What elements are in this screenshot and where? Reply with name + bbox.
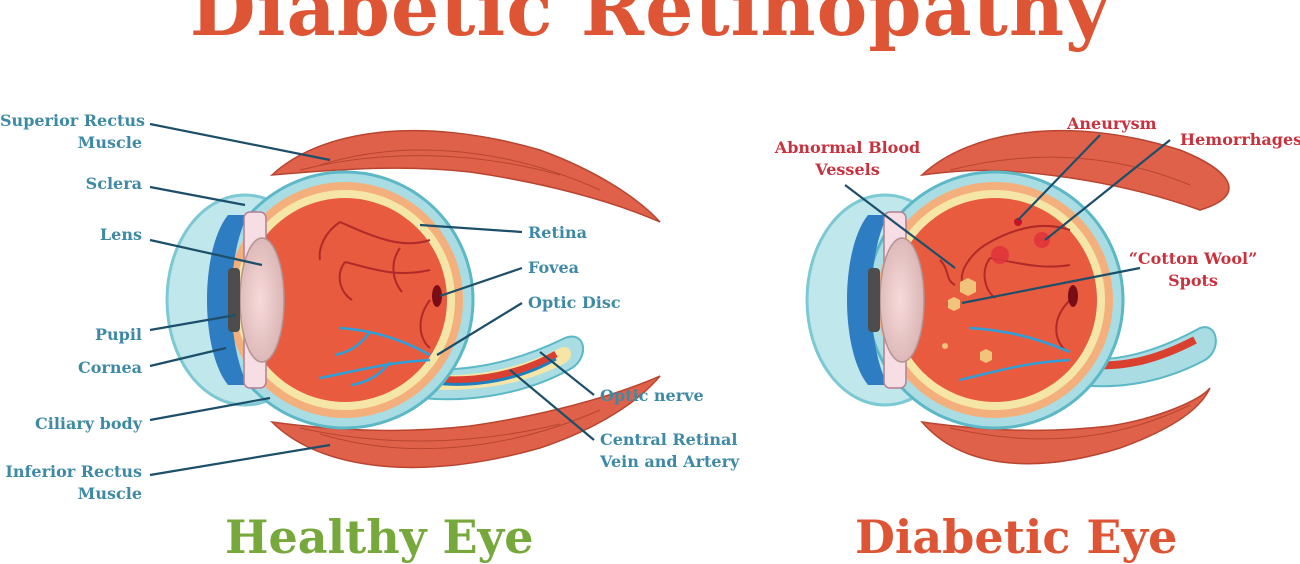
label-central-retinal-line1: Central Retinal (600, 430, 738, 449)
label-cotton-wool-line2: Spots (1168, 271, 1218, 290)
label-pupil: Pupil (94, 325, 142, 344)
cotton-wool-spot (960, 278, 976, 296)
label-aneurysm: Aneurysm (1067, 114, 1157, 133)
cotton-wool-spot (980, 349, 992, 363)
diabetic-eye-illustration (805, 129, 1230, 465)
label-retina: Retina (528, 223, 587, 242)
label-ciliary-body: Ciliary body (35, 414, 142, 433)
label-abnormal-vessels-line2: Vessels (815, 160, 880, 179)
label-sclera: Sclera (85, 174, 142, 193)
label-cotton-wool: “Cotton Wool” Spots (1118, 248, 1268, 292)
hemorrhage-spot (1034, 232, 1050, 248)
diabetic-leader-lines (844, 134, 1171, 305)
label-optic-disc: Optic Disc (528, 293, 621, 312)
label-inferior-rectus-line2: Muscle (77, 484, 142, 503)
label-hemorrhages: Hemorrhages (1180, 130, 1300, 149)
label-inferior-rectus-line1: Inferior Rectus (5, 462, 142, 481)
label-central-retinal: Central Retinal Vein and Artery (600, 429, 739, 473)
healthy-leader-lines (149, 122, 595, 477)
label-superior-rectus-line1: Superior Rectus (0, 111, 145, 130)
label-lens: Lens (99, 225, 142, 244)
pupil-shape (228, 268, 240, 332)
cotton-wool-spot (948, 297, 960, 311)
diabetic-eye-caption: Diabetic Eye (855, 510, 1178, 564)
hemorrhage-spot (991, 246, 1009, 264)
page-title: Diabetic Retinopathy (189, 0, 1111, 53)
label-abnormal-vessels-line1: Abnormal Blood (774, 138, 921, 157)
lens-shape (239, 237, 285, 363)
fovea-spot (432, 285, 442, 307)
label-cornea: Cornea (77, 358, 142, 377)
label-abnormal-vessels: Abnormal Blood Vessels (770, 137, 925, 181)
diabetic-inferior-muscle (920, 387, 1211, 465)
label-inferior-rectus: Inferior Rectus Muscle (0, 461, 142, 505)
eye-illustrations (149, 122, 1230, 477)
label-fovea: Fovea (528, 258, 579, 277)
label-optic-nerve: Optic nerve (600, 386, 704, 405)
label-superior-rectus: Superior Rectus Muscle (0, 110, 145, 154)
diabetic-superior-muscle (919, 129, 1230, 211)
label-cotton-wool-line1: “Cotton Wool” (1128, 249, 1258, 268)
label-superior-rectus-line2: Muscle (77, 133, 142, 152)
aneurysm-spot (1014, 218, 1022, 226)
healthy-eye-caption: Healthy Eye (225, 510, 534, 564)
label-central-retinal-line2: Vein and Artery (600, 452, 740, 471)
